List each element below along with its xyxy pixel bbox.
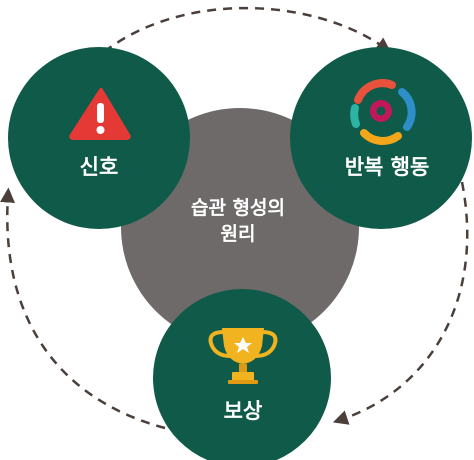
node-routine-label: 반복 행동 <box>345 155 430 179</box>
arrow-cue-to-routine <box>91 6 392 63</box>
node-cue-label: 신호 <box>80 155 119 179</box>
center-title-line2: 원리 <box>221 223 256 245</box>
node-routine: 반복 행동 <box>290 47 472 229</box>
arrow-routine-to-reward <box>332 181 469 425</box>
node-reward-label: 보상 <box>224 399 263 423</box>
center-title-line1: 습관 형성의 <box>191 197 285 219</box>
node-cue: 신호 <box>8 47 190 229</box>
arrow-reward-to-cue <box>0 187 166 430</box>
trophy-icon <box>208 328 278 384</box>
node-reward: 보상 <box>153 289 331 460</box>
cycle-gear-icon <box>350 79 416 145</box>
cycle-arrows <box>0 6 469 430</box>
warning-triangle-icon <box>69 88 131 140</box>
